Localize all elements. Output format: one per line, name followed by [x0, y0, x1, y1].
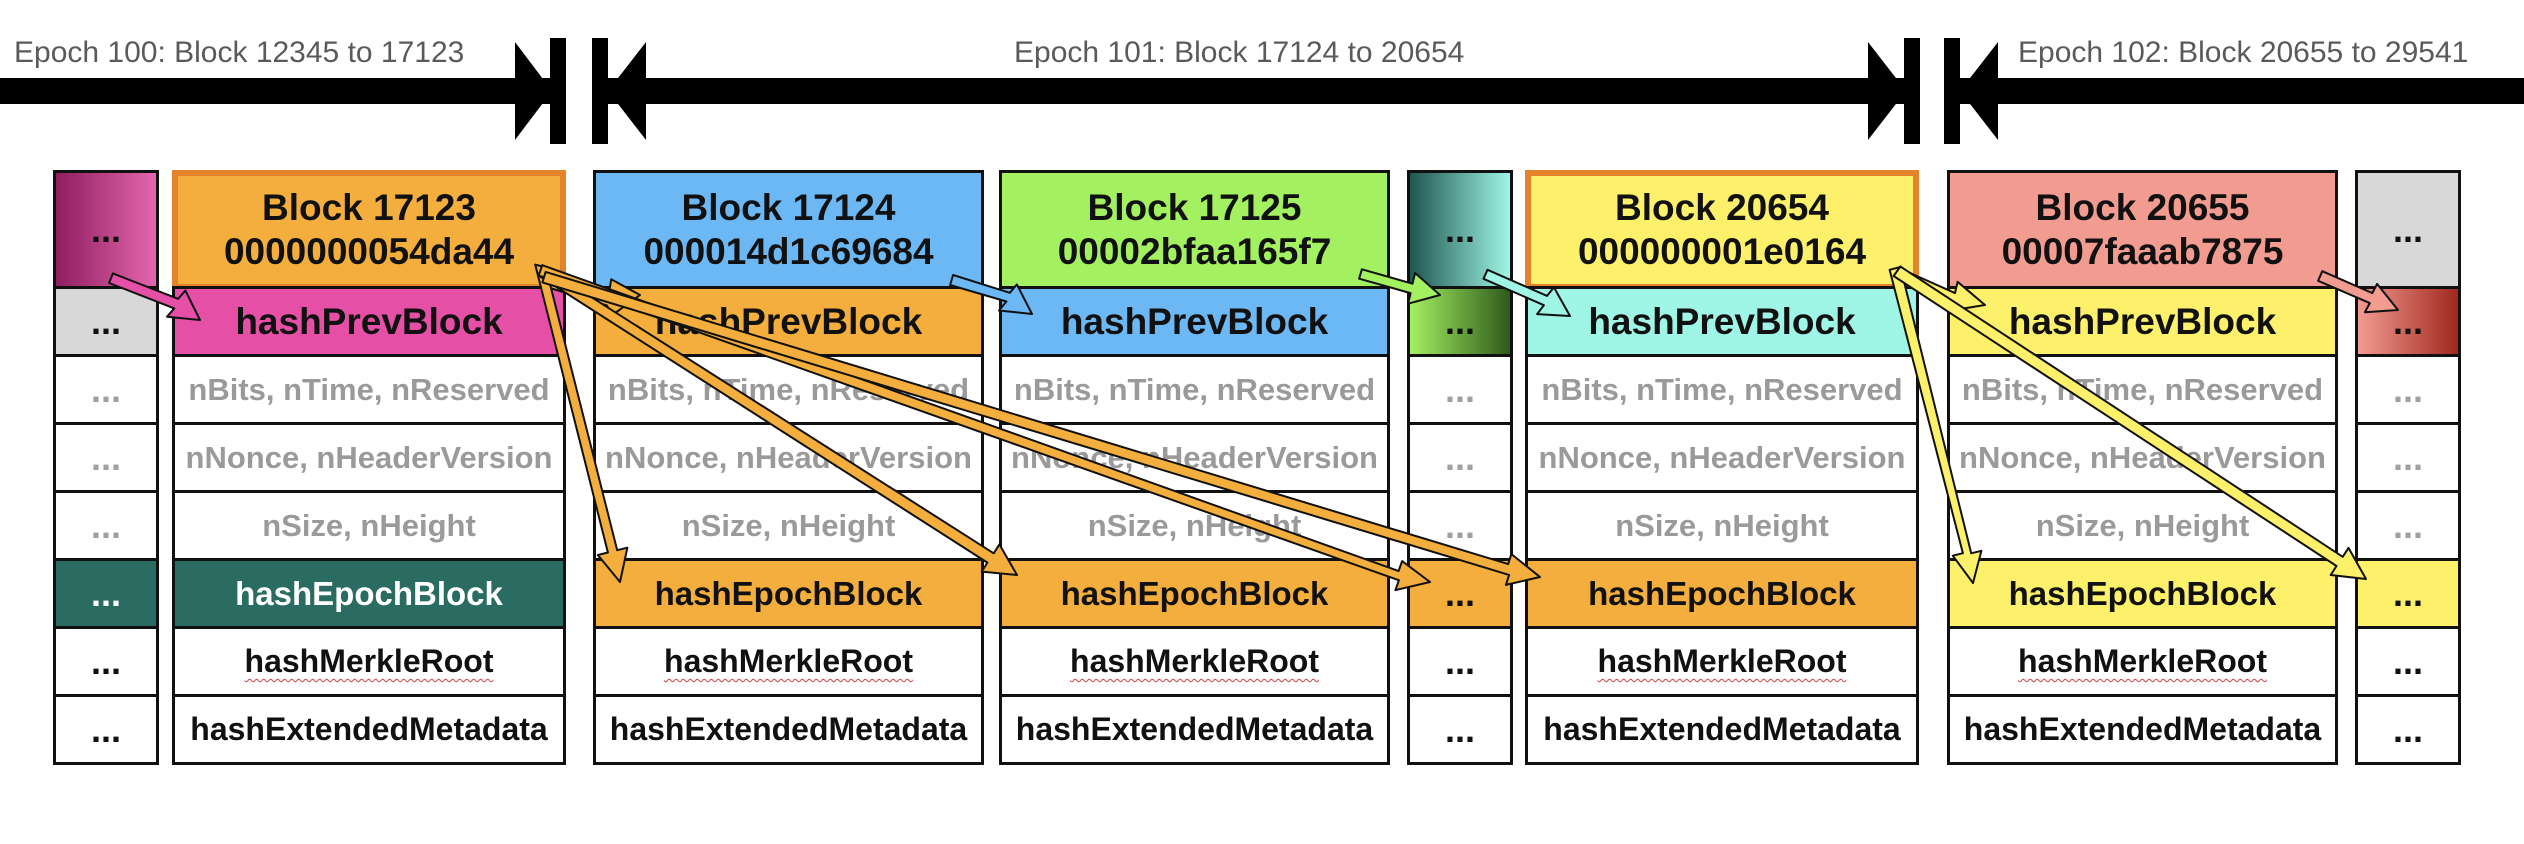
ellipsis-nonce: ...: [2355, 422, 2461, 493]
bits-time-reserved: nBits, nTime, nReserved: [999, 354, 1390, 425]
size-height: nSize, nHeight: [999, 490, 1390, 561]
hash-epoch-block: hashEpochBlock: [1947, 558, 2338, 629]
ellipsis-header: ...: [53, 170, 159, 289]
hash-epoch-block: hashEpochBlock: [1525, 558, 1919, 629]
epoch-bar-100: [0, 78, 555, 104]
hash-merkle-root: hashMerkleRoot: [1947, 626, 2338, 697]
block-hash: 00002bfaa165f7: [1057, 230, 1332, 272]
size-height: nSize, nHeight: [1947, 490, 2338, 561]
ellipsis-size: ...: [1407, 490, 1513, 561]
nonce-header-version: nNonce, nHeaderVersion: [593, 422, 984, 493]
bits-time-reserved: nBits, nTime, nReserved: [593, 354, 984, 425]
ellipsis-merkle: ...: [53, 626, 159, 697]
hash-merkle-root-text: hashMerkleRoot: [1070, 643, 1319, 679]
epoch-101-end-arrowhead: [1868, 42, 1906, 140]
hash-merkle-root-text: hashMerkleRoot: [1597, 643, 1847, 679]
ellipsis-bits: ...: [1407, 354, 1513, 425]
ellipsis-extended: ...: [53, 694, 159, 765]
ellipsis-header: ...: [1407, 170, 1513, 289]
epoch-bar-101: [605, 78, 1911, 104]
block-title: Block 17124: [681, 186, 896, 228]
epoch-102-start-marker: [1944, 38, 1960, 144]
block-hash: 00007faaab7875: [2001, 230, 2284, 272]
ellipsis-nonce: ...: [53, 422, 159, 493]
hash-epoch-block: hashEpochBlock: [593, 558, 984, 629]
ellipsis-merkle: ...: [1407, 626, 1513, 697]
ellipsis-size: ...: [53, 490, 159, 561]
hash-extended-metadata: hashExtendedMetadata: [999, 694, 1390, 765]
block-header: Block 17125 00002bfaa165f7: [999, 170, 1390, 289]
ellipsis-bits: ...: [53, 354, 159, 425]
epoch-101-label: Epoch 101: Block 17124 to 20654: [1014, 36, 1465, 69]
hash-prev-block: hashPrevBlock: [999, 286, 1390, 357]
epoch-102-label: Epoch 102: Block 20655 to 29541: [2018, 36, 2469, 69]
hash-epoch-block: hashEpochBlock: [999, 558, 1390, 629]
hash-merkle-root-text: hashMerkleRoot: [2018, 643, 2267, 679]
size-height: nSize, nHeight: [593, 490, 984, 561]
epoch-timeline: [0, 38, 2524, 144]
hash-merkle-root: hashMerkleRoot: [593, 626, 984, 697]
hash-epoch-block: hashEpochBlock: [172, 558, 566, 629]
epoch-101-end-marker: [1904, 38, 1920, 144]
hash-extended-metadata: hashExtendedMetadata: [1525, 694, 1919, 765]
epoch-101-start-marker: [592, 38, 608, 144]
hash-merkle-root-text: hashMerkleRoot: [244, 643, 494, 679]
block-title: Block 20655: [2035, 186, 2250, 228]
ellipsis-epoch: ...: [2355, 558, 2461, 629]
hash-prev-block: hashPrevBlock: [1947, 286, 2338, 357]
hash-merkle-root: hashMerkleRoot: [1525, 626, 1919, 697]
nonce-header-version: nNonce, nHeaderVersion: [172, 422, 566, 493]
hash-prev-block: hashPrevBlock: [1525, 286, 1919, 357]
nonce-header-version: nNonce, nHeaderVersion: [999, 422, 1390, 493]
hash-prev-block: hashPrevBlock: [172, 286, 566, 357]
hash-prev-block: hashPrevBlock: [593, 286, 984, 357]
block-title: Block 17125: [1087, 186, 1302, 228]
bits-time-reserved: nBits, nTime, nReserved: [172, 354, 566, 425]
epoch-100-end-arrowhead: [515, 42, 552, 140]
hash-merkle-root-text: hashMerkleRoot: [664, 643, 913, 679]
epoch-100-end-marker: [550, 38, 566, 144]
ellipsis-bits: ...: [2355, 354, 2461, 425]
ellipsis-header: ...: [2355, 170, 2461, 289]
epoch-bar-102: [1958, 78, 2524, 104]
size-height: nSize, nHeight: [1525, 490, 1919, 561]
nonce-header-version: nNonce, nHeaderVersion: [1947, 422, 2338, 493]
bits-time-reserved: nBits, nTime, nReserved: [1947, 354, 2338, 425]
hash-extended-metadata: hashExtendedMetadata: [1947, 694, 2338, 765]
block-hash: 0000000054da44: [223, 231, 515, 272]
bits-time-reserved: nBits, nTime, nReserved: [1525, 354, 1919, 425]
hash-extended-metadata: hashExtendedMetadata: [172, 694, 566, 765]
ellipsis-hashprev: ...: [2355, 286, 2461, 357]
size-height: nSize, nHeight: [172, 490, 566, 561]
nonce-header-version: nNonce, nHeaderVersion: [1525, 422, 1919, 493]
epoch-100-label: Epoch 100: Block 12345 to 17123: [14, 36, 465, 69]
ellipsis-merkle: ...: [2355, 626, 2461, 697]
ellipsis-hashprev: ...: [1407, 286, 1513, 357]
block-header: Block 20655 00007faaab7875: [1947, 170, 2338, 289]
hash-merkle-root: hashMerkleRoot: [999, 626, 1390, 697]
ellipsis-extended: ...: [1407, 694, 1513, 765]
block-header: Block 17124 000014d1c69684: [593, 170, 984, 289]
block-hash: 000014d1c69684: [643, 230, 934, 272]
ellipsis-nonce: ...: [1407, 422, 1513, 493]
ellipsis-hashprev: ...: [53, 286, 159, 357]
block-header: Block 20654 000000001e0164: [1525, 170, 1919, 290]
ellipsis-extended: ...: [2355, 694, 2461, 765]
ellipsis-size: ...: [2355, 490, 2461, 561]
block-title: Block 17123: [262, 187, 476, 228]
ellipsis-epoch: ...: [53, 558, 159, 629]
ellipsis-epoch: ...: [1407, 558, 1513, 629]
block-header: Block 17123 0000000054da44: [172, 170, 566, 290]
block-title: Block 20654: [1615, 187, 1829, 228]
block-hash: 000000001e0164: [1577, 231, 1867, 272]
hash-extended-metadata: hashExtendedMetadata: [593, 694, 984, 765]
hash-merkle-root: hashMerkleRoot: [172, 626, 566, 697]
